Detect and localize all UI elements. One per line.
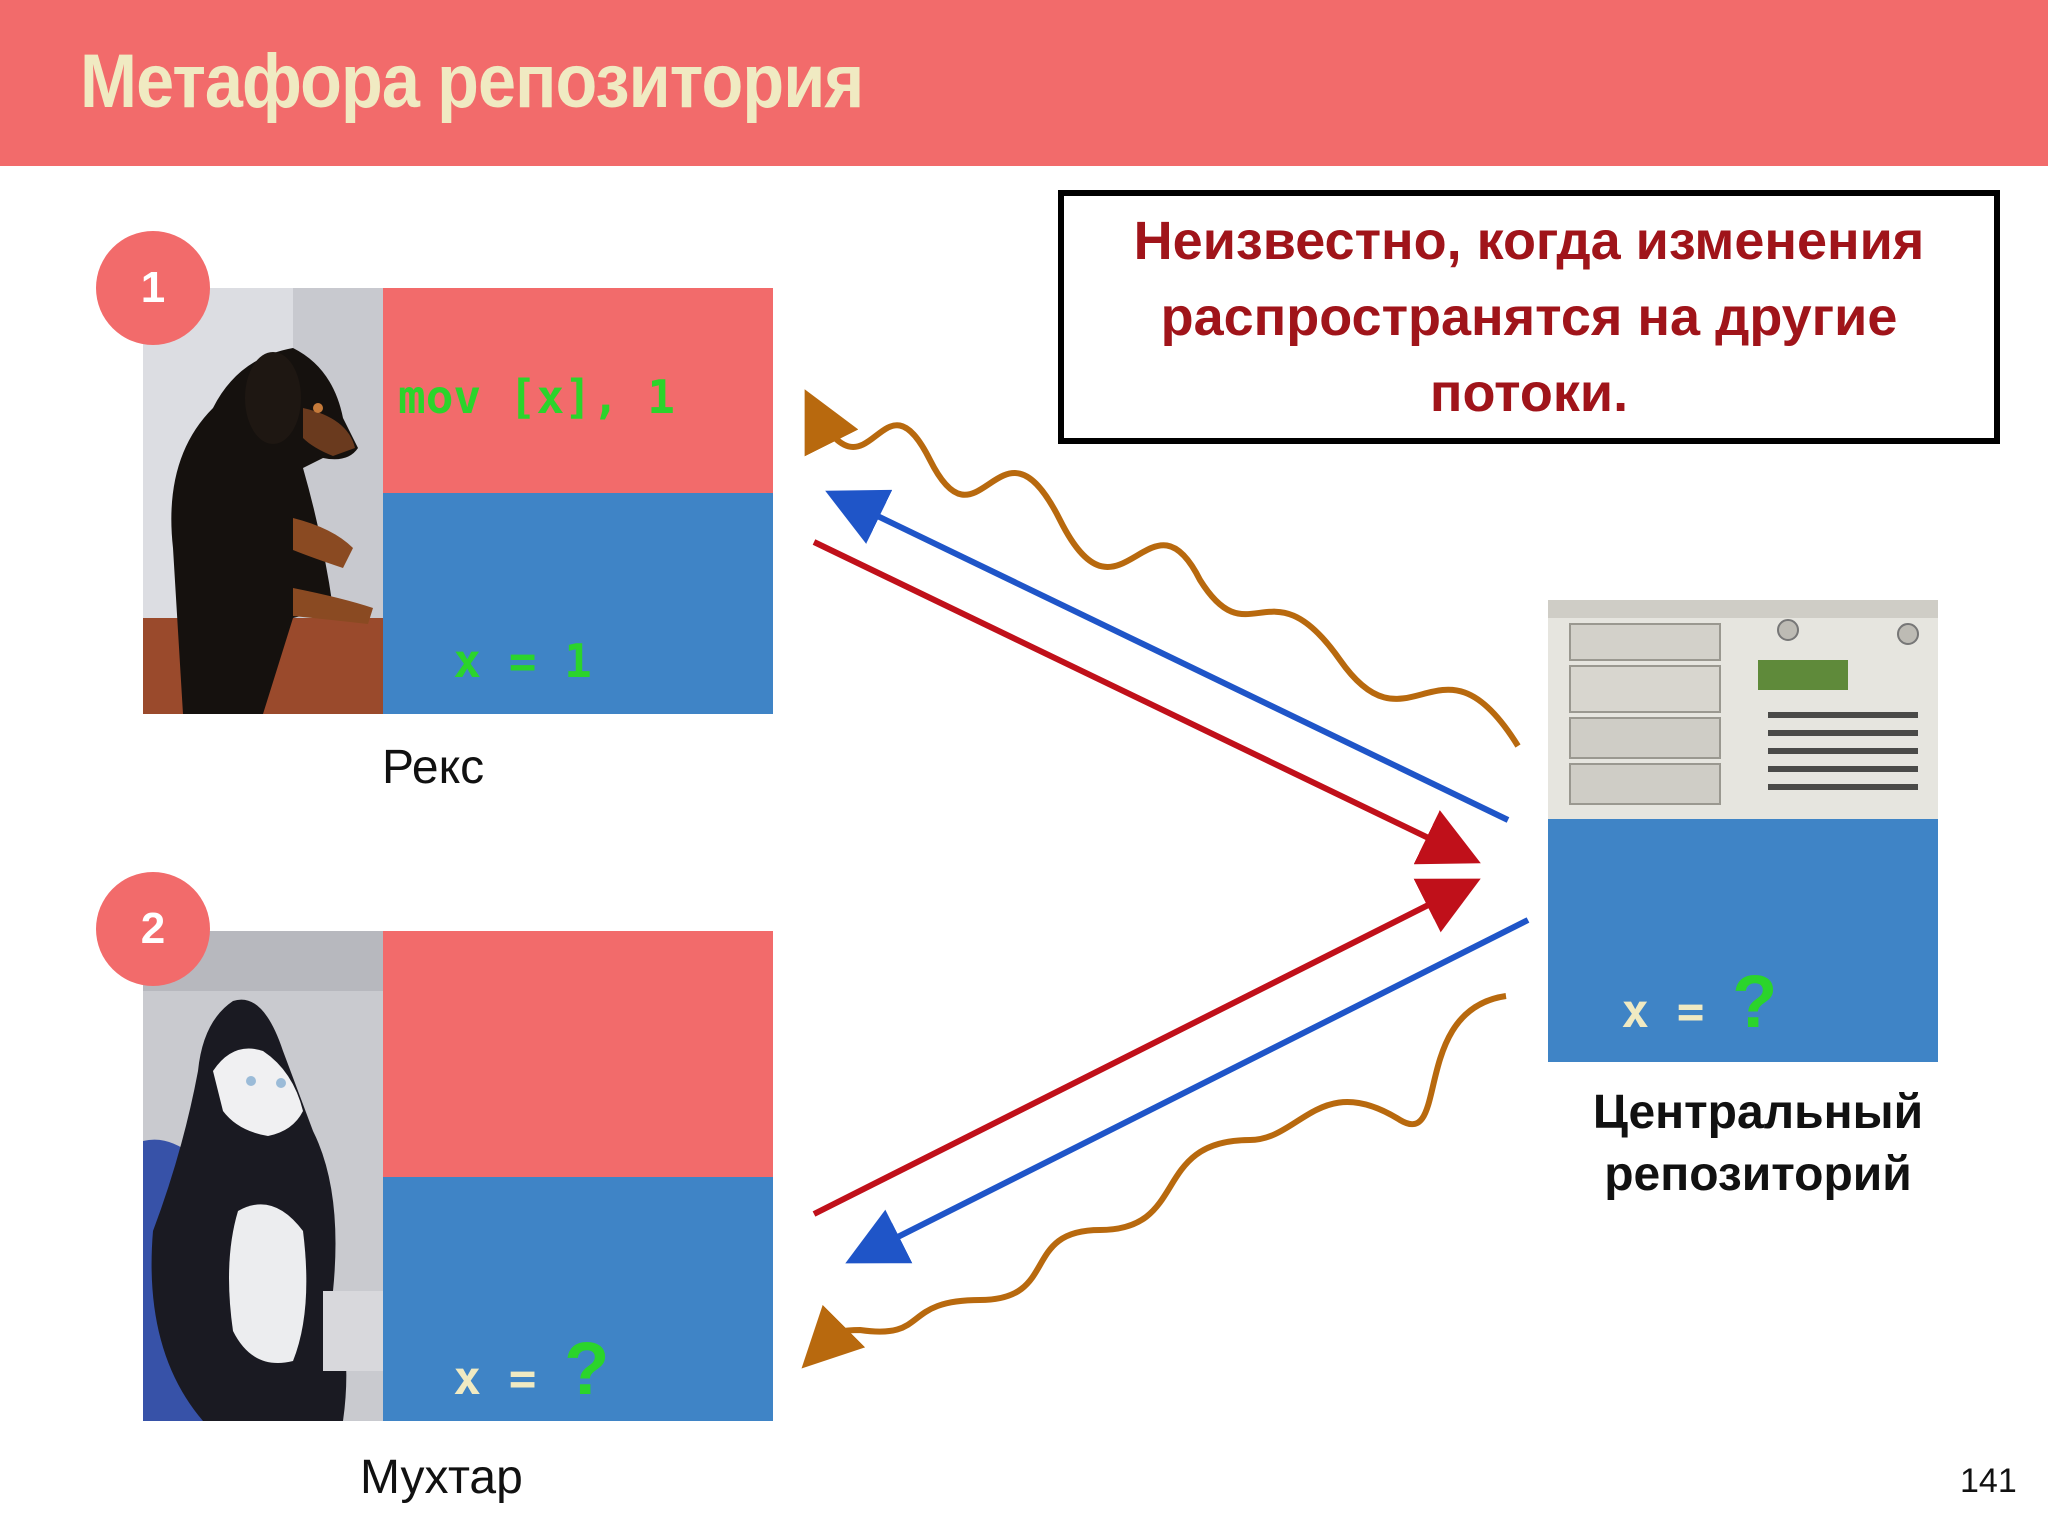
- mukhtar-cache-value: x = ?: [398, 1272, 609, 1411]
- mukhtar-instruction-panel: [383, 931, 773, 1177]
- slide-header: [0, 0, 2048, 166]
- server-illustration: [1548, 600, 1938, 819]
- red-arrow-rex-to-repo: [812, 539, 1481, 865]
- rex-cache-number: 1: [564, 634, 592, 688]
- server-photo: [1548, 600, 1938, 819]
- blue-arrow-repo-to-mukhtar: [845, 917, 1530, 1264]
- rex-cache-prefix: x =: [453, 634, 565, 688]
- dachshund-illustration: [143, 288, 383, 714]
- note-text: Неизвестно, когда изменения распространя…: [1133, 211, 1925, 423]
- wavy-arrow-repo-rex: [804, 389, 1521, 748]
- wavy-arrow-repo-mukhtar: [801, 993, 1507, 1369]
- blue-arrow-repo-to-rex: [825, 489, 1510, 823]
- dog-photo-rex: [143, 288, 383, 714]
- mukhtar-caption: Мухтар: [360, 1451, 523, 1504]
- rex-instruction-panel: [383, 288, 773, 493]
- thread-badge-2: 2: [96, 872, 210, 986]
- dog-photo-mukhtar: [143, 931, 383, 1421]
- repository-caption: Центральный репозиторий: [1592, 1086, 1924, 1201]
- rex-cache-panel: [383, 493, 773, 714]
- slide-title: Метафора репозитория: [80, 39, 864, 124]
- repository-value-panel: [1548, 819, 1938, 1062]
- repository-value-prefix: x =: [1621, 984, 1733, 1038]
- rex-caption: Рекс: [382, 741, 485, 794]
- husky-illustration: [143, 931, 383, 1421]
- mukhtar-cache-question: ?: [564, 1327, 610, 1410]
- red-arrow-mukhtar-to-repo: [812, 878, 1481, 1217]
- repository-value-question: ?: [1732, 960, 1778, 1043]
- note-box: Неизвестно, когда изменения распространя…: [1058, 190, 2000, 444]
- page-number: 141: [1960, 1462, 2017, 1500]
- rex-cache-value: x = 1: [398, 580, 592, 688]
- mukhtar-cache-panel: [383, 1177, 773, 1421]
- repository-value: x = ?: [1566, 905, 1777, 1044]
- thread-badge-1: 1: [96, 231, 210, 345]
- rex-instruction-code: mov [x], 1: [398, 370, 675, 424]
- mukhtar-cache-prefix: x =: [453, 1351, 565, 1405]
